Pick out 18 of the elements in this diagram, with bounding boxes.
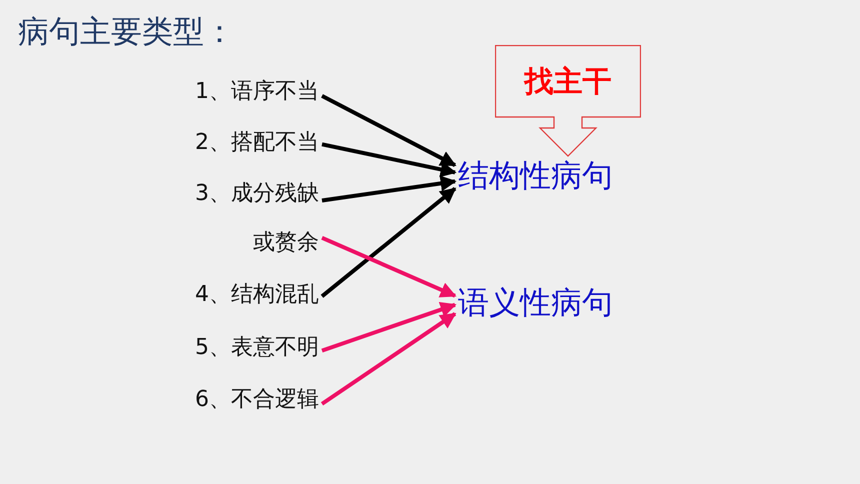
category-label: 结构性病句 [458,158,613,194]
error-type-label: 6、不合逻辑 [195,387,319,413]
error-type-label: 5、表意不明 [195,335,319,361]
error-type-label: 或赘余 [253,230,319,256]
callout-box: 找主干 [495,45,641,157]
title: 病句主要类型： [18,14,235,50]
arrow [322,142,457,178]
error-type-label: 2、搭配不当 [195,130,319,156]
category-label: 语义性病句 [458,285,613,321]
arrow [321,236,456,298]
arrow [320,312,456,406]
arrow [321,94,456,167]
error-type-label: 1、语序不当 [195,79,319,105]
error-type-label: 3、成分残缺 [195,181,319,207]
arrow [322,176,457,202]
arrow [321,302,457,352]
error-type-label: 4、结构混乱 [195,282,319,308]
arrow [320,187,456,298]
